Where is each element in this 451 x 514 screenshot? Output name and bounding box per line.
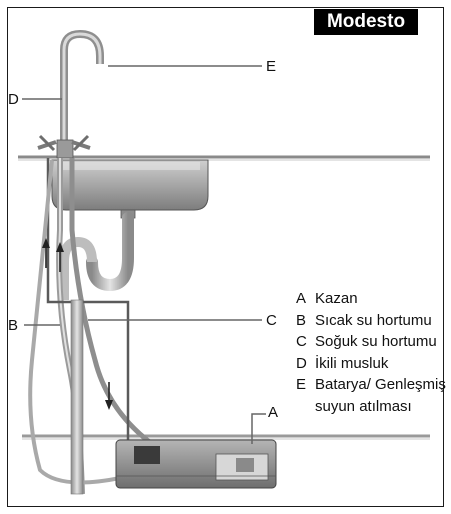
legend-text: Sıcak su hortumu	[315, 311, 432, 329]
legend-item-e: E Batarya/ Genleşmiş suyun atılması	[296, 374, 446, 417]
legend-text: Batarya/ Genleşmiş suyun atılması	[315, 376, 446, 415]
legend-key: A	[296, 290, 307, 307]
legend-key: E	[296, 376, 307, 393]
legend-key: D	[296, 354, 307, 372]
callout-b: B	[8, 317, 19, 334]
water-heater	[115, 439, 277, 489]
callout-c: C	[266, 312, 277, 329]
floor-line	[22, 434, 430, 440]
legend-item-c: C Soğuk su hortumu	[296, 331, 446, 353]
legend: A Kazan B Sıcak su hortumu C Soğuk su ho…	[296, 288, 446, 417]
drain-pipe	[70, 299, 84, 495]
legend-item-d: D İkili musluk	[296, 353, 446, 375]
faucet	[37, 29, 104, 159]
supply-pipe	[28, 158, 130, 485]
legend-item-a: A Kazan	[296, 288, 446, 310]
callout-e: E	[266, 58, 277, 75]
legend-key: B	[296, 311, 307, 329]
legend-key: C	[296, 333, 307, 350]
legend-text: Soğuk su hortumu	[315, 333, 437, 350]
sink-basin	[51, 159, 209, 211]
drain-trap	[59, 209, 136, 300]
legend-item-b: B Sıcak su hortumu	[296, 310, 446, 332]
flow-arrow-down	[105, 382, 113, 410]
leader-line-a	[251, 413, 266, 444]
flow-arrow-up-2	[56, 242, 64, 272]
callout-d: D	[8, 91, 19, 108]
brand-label: Modesto	[314, 9, 418, 35]
callout-a: A	[268, 404, 279, 421]
legend-text: Kazan	[315, 290, 358, 307]
legend-text: İkili musluk	[315, 354, 389, 372]
flow-arrow-up-1	[42, 238, 50, 268]
